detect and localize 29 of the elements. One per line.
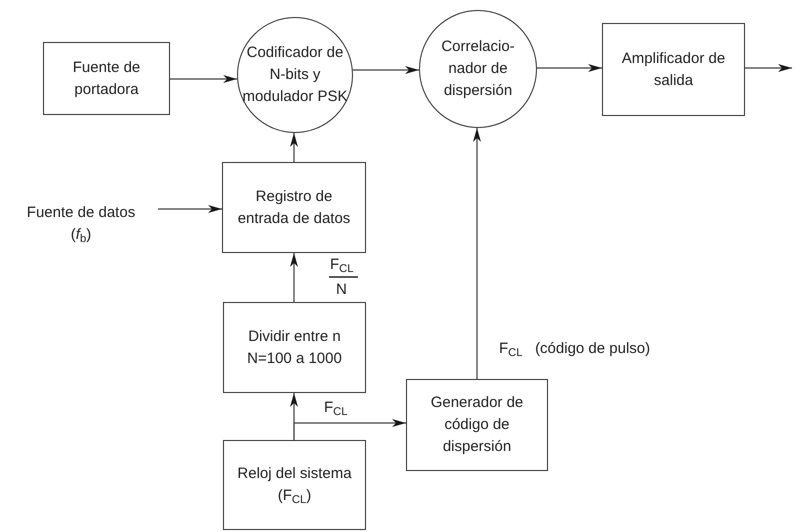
process-box (602, 23, 745, 116)
node-label: Correlacio- nador de dispersión (440, 37, 516, 101)
edge-label: F$_{CL}$ (código de pulso) (499, 340, 650, 358)
process-box (223, 302, 366, 393)
arrow (473, 128, 481, 379)
arrow (170, 75, 238, 83)
node-label: Generador de código de dispersión (430, 393, 524, 457)
process-box (222, 162, 366, 253)
node-label: Fuente de portadora (72, 58, 142, 100)
fraction-label: F$_{CL}$ (330, 256, 354, 274)
process-box (406, 379, 548, 471)
arrow (352, 66, 419, 74)
arrow (290, 253, 298, 302)
node-label: Codificador de N-bits y modulador PSK (241, 43, 349, 107)
node-label: Registro de entrada de datos (236, 186, 352, 228)
node-label: Fuente de datos (26, 203, 136, 223)
node-label: Dividir entre n N=100 a 1000 (246, 326, 343, 368)
process-box (43, 42, 170, 115)
fraction-label: N (336, 281, 347, 299)
process-box (223, 440, 366, 530)
node-label: Reloj del sistema (F$_{CL}$) (236, 464, 353, 507)
arrow (290, 133, 298, 162)
arrow (745, 64, 792, 72)
arrow (293, 419, 406, 440)
arrow (158, 205, 222, 213)
node-label: Amplificador de salida (620, 48, 726, 90)
node-label: (f$_{b}$) (70, 225, 92, 246)
arrow (537, 64, 602, 72)
edge-label: F$_{CL}$ (324, 399, 348, 417)
